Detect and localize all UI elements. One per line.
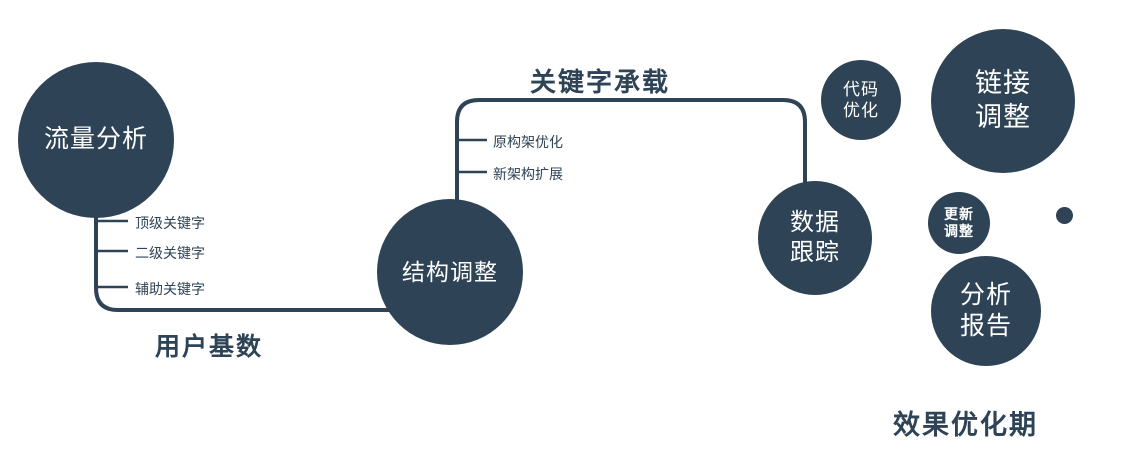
branch-label-framework-expand: 新架构扩展 bbox=[493, 166, 563, 182]
node-traffic-analysis: 流量分析 bbox=[18, 62, 174, 218]
edge-label-user-base: 用户基数 bbox=[155, 333, 264, 361]
node-update-adjustment: 更新 调整 bbox=[928, 192, 990, 254]
node-link-adjustment: 链接 调整 bbox=[931, 29, 1075, 173]
branch-label-framework-optimize: 原构架优化 bbox=[493, 134, 563, 150]
connector-structure-to-tracking bbox=[455, 98, 807, 200]
edge-label-keyword-carry: 关键字承载 bbox=[530, 67, 671, 97]
branch-label-second-keyword: 二级关键字 bbox=[135, 245, 205, 261]
caption-effect-optimization: 效果优化期 bbox=[893, 410, 1038, 440]
node-code-optimization: 代码 优化 bbox=[821, 60, 901, 140]
node-analysis-report: 分析 报告 bbox=[931, 256, 1041, 366]
node-data-tracking: 数据 跟踪 bbox=[758, 181, 872, 295]
branch-label-aux-keyword: 辅助关键字 bbox=[135, 281, 205, 297]
node-structure-adjustment: 结构调整 bbox=[377, 199, 523, 345]
branch-label-top-keyword: 顶级关键字 bbox=[135, 215, 205, 231]
small-dot bbox=[1056, 207, 1073, 224]
